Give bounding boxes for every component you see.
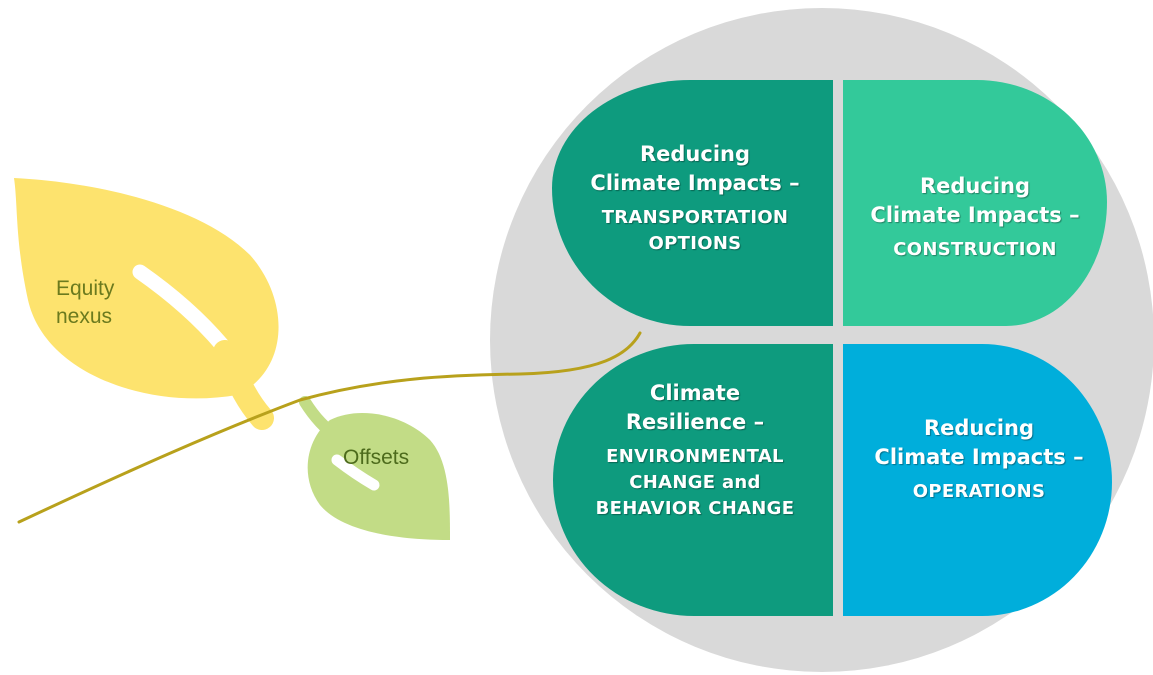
petal-top-right bbox=[843, 80, 1107, 326]
equity-nexus-label: Equity nexus bbox=[56, 275, 114, 331]
petal-bottom-left-title-1: Climate bbox=[649, 381, 741, 405]
offsets-leaf-stalk bbox=[299, 396, 344, 444]
petal-bottom-right bbox=[843, 344, 1112, 616]
petal-top-right-text: Reducing Climate Impacts – CONSTRUCTION bbox=[848, 172, 1102, 263]
offsets-leaf bbox=[307, 412, 450, 540]
petal-top-right-subtitle-1: CONSTRUCTION bbox=[893, 239, 1057, 260]
offsets-label: Offsets bbox=[343, 444, 409, 472]
offsets-label-text: Offsets bbox=[343, 446, 410, 469]
equity-label-line2: nexus bbox=[56, 305, 113, 328]
petal-bottom-left bbox=[553, 344, 833, 616]
petal-bottom-right-title-1: Reducing bbox=[923, 416, 1035, 440]
petal-bottom-left-subtitle-2: CHANGE and bbox=[629, 472, 761, 493]
petal-top-right-title-2: Climate Impacts – bbox=[870, 203, 1080, 227]
petal-bottom-right-title-2: Climate Impacts – bbox=[874, 445, 1084, 469]
equity-leaf-vein bbox=[132, 264, 230, 353]
petal-bottom-right-text: Reducing Climate Impacts – OPERATIONS bbox=[848, 414, 1110, 505]
petal-bottom-left-title-2: Resilience – bbox=[625, 410, 765, 434]
stem-vine bbox=[17, 331, 642, 524]
equity-leaf-stalk bbox=[213, 340, 274, 430]
petal-bottom-right-subtitle-1: OPERATIONS bbox=[912, 481, 1046, 502]
petal-top-left-title-2: Climate Impacts – bbox=[590, 171, 800, 195]
petal-bottom-left-subtitle-3: BEHAVIOR CHANGE bbox=[595, 498, 795, 519]
equity-label-line1: Equity bbox=[56, 277, 115, 300]
petal-top-left-subtitle-1: TRANSPORTATION bbox=[601, 207, 789, 228]
petal-top-left bbox=[552, 80, 833, 326]
petal-top-right-title-1: Reducing bbox=[919, 174, 1031, 198]
offsets-leaf-vein bbox=[331, 454, 380, 491]
petal-bottom-left-subtitle-1: ENVIRONMENTAL bbox=[606, 446, 784, 467]
petal-top-left-subtitle-2: OPTIONS bbox=[648, 233, 742, 254]
petal-bottom-left-text: Climate Resilience – ENVIRONMENTAL CHANG… bbox=[558, 379, 832, 522]
petal-top-left-text: Reducing Climate Impacts – TRANSPORTATIO… bbox=[560, 140, 830, 257]
petal-top-left-title-1: Reducing bbox=[639, 142, 751, 166]
